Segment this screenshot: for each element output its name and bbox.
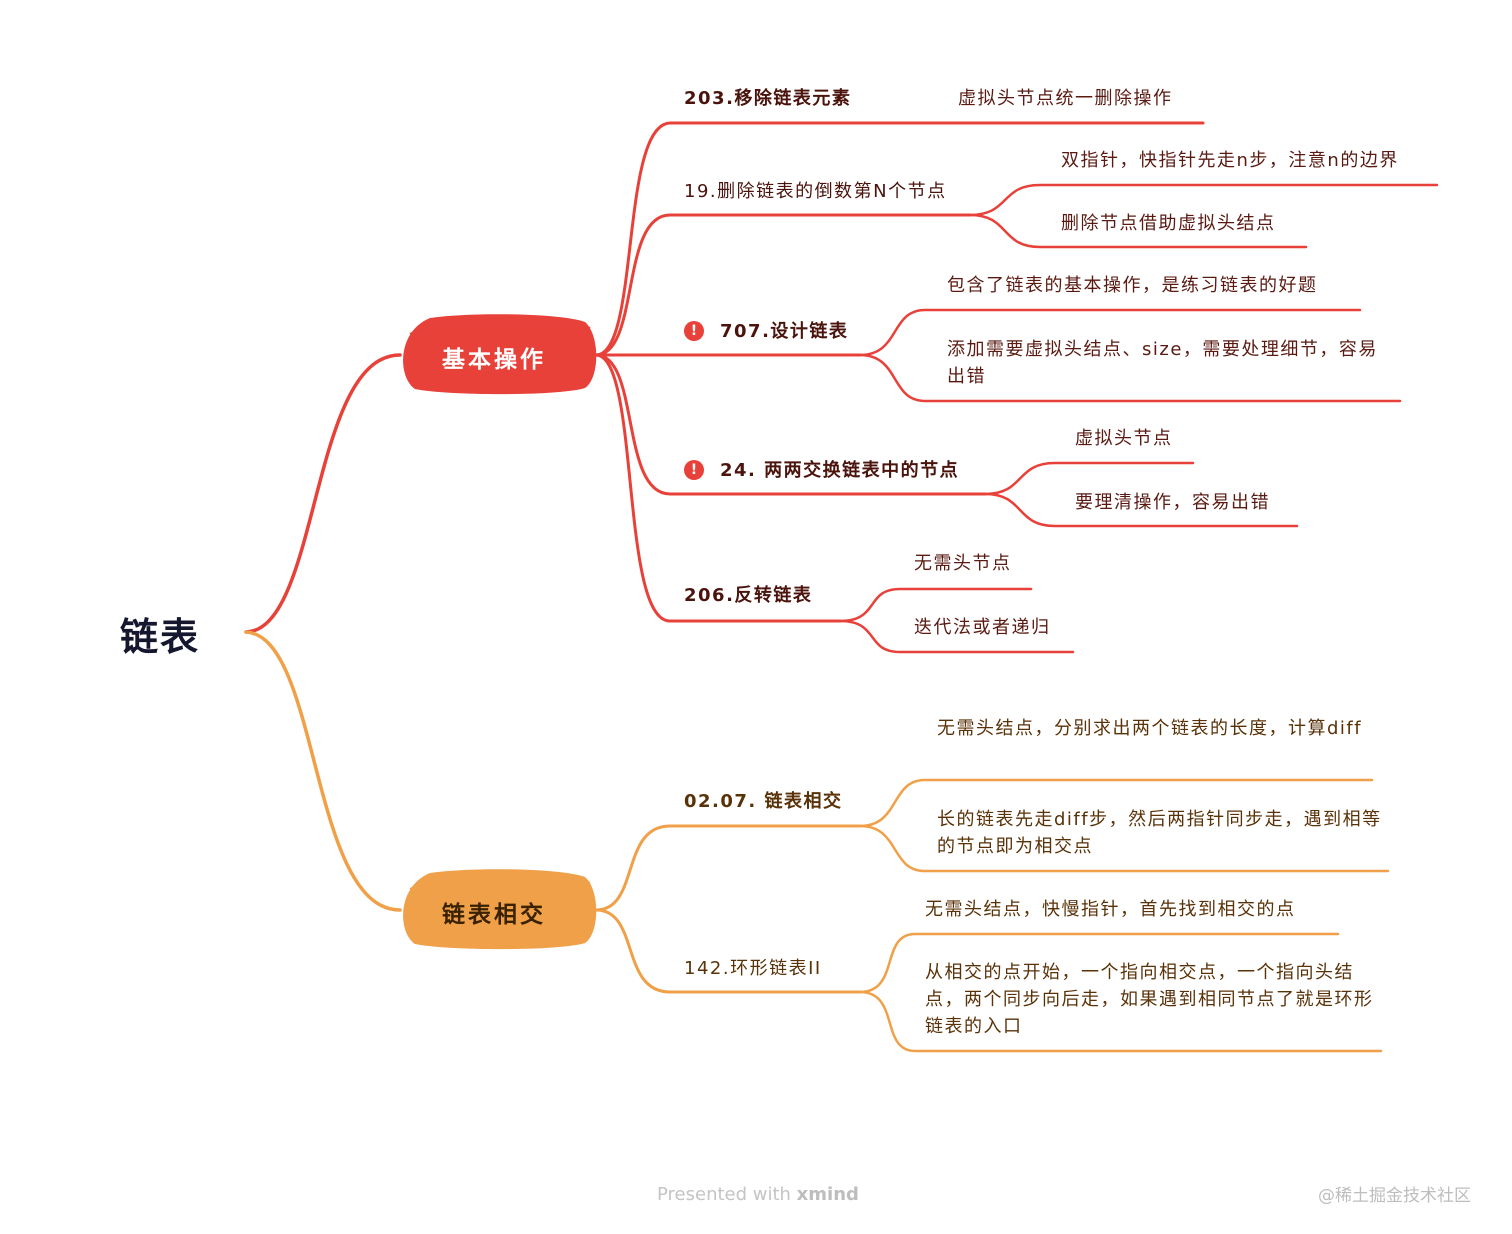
presented-with-footer: Presented with xmind (657, 1184, 859, 1205)
main-topic-intersect-shape (403, 869, 597, 950)
connector-root-basic (244, 353, 402, 634)
topic-24[interactable]: 24. 两两交换链表中的节点 (720, 460, 960, 481)
connector-root-intersect (244, 630, 402, 912)
main-topic-basic-label[interactable]: 基本操作 (442, 347, 546, 373)
topic-142[interactable]: 142.环形链表II (684, 958, 822, 979)
connector-basic-19 (594, 213, 972, 357)
xmind-logo: xmind (796, 1184, 859, 1205)
note-0207-2[interactable]: 长的链表先走diff步，然后两指针同步走，遇到相等的节点即为相交点 (937, 809, 1382, 857)
note-19-2[interactable]: 删除节点借助虚拟头结点 (1061, 213, 1276, 234)
note-24-1[interactable]: 虚拟头节点 (1075, 428, 1173, 449)
connector-intersect-0207 (594, 824, 862, 912)
note-707-2[interactable]: 添加需要虚拟头结点、size，需要处理细节，容易出错 (947, 339, 1378, 387)
exclamation-icon: ! (684, 460, 704, 480)
topic-707[interactable]: 707.设计链表 (720, 321, 849, 342)
main-topic-basic-shape (403, 314, 597, 395)
note-0207-1[interactable]: 无需头结点，分别求出两个链表的长度，计算diff (937, 718, 1363, 739)
note-203-1[interactable]: 虚拟头节点统一删除操作 (958, 88, 1173, 109)
footer-prefix: Presented with (657, 1184, 797, 1205)
note-24-2[interactable]: 要理清操作，容易出错 (1075, 492, 1270, 513)
topic-203[interactable]: 203.移除链表元素 (684, 88, 852, 109)
topic-0207[interactable]: 02.07. 链表相交 (684, 791, 843, 812)
connector-basic-206 (594, 353, 842, 623)
note-206-2[interactable]: 迭代法或者递归 (914, 617, 1051, 638)
connector-intersect-142 (594, 908, 862, 994)
topic-206[interactable]: 206.反转链表 (684, 585, 813, 606)
note-142-2[interactable]: 从相交的点开始，一个指向相交点，一个指向头结点，两个同步向后走，如果遇到相同节点… (925, 962, 1374, 1037)
exclamation-icon: ! (684, 321, 704, 341)
note-19-1[interactable]: 双指针，快指针先走n步，注意n的边界 (1061, 150, 1399, 171)
note-206-1[interactable]: 无需头节点 (914, 553, 1012, 574)
topic-19[interactable]: 19.删除链表的倒数第N个节点 (684, 181, 947, 202)
connector-basic-24 (594, 353, 987, 496)
root-topic[interactable]: 链表 (120, 615, 201, 659)
main-topic-intersect-label[interactable]: 链表相交 (442, 902, 546, 928)
note-142-1[interactable]: 无需头结点，快慢指针，首先找到相交的点 (925, 899, 1296, 920)
watermark: @稀土掘金技术社区 (1318, 1186, 1471, 1206)
connector-basic-203 (594, 121, 1205, 357)
note-707-1[interactable]: 包含了链表的基本操作，是练习链表的好题 (947, 275, 1318, 296)
